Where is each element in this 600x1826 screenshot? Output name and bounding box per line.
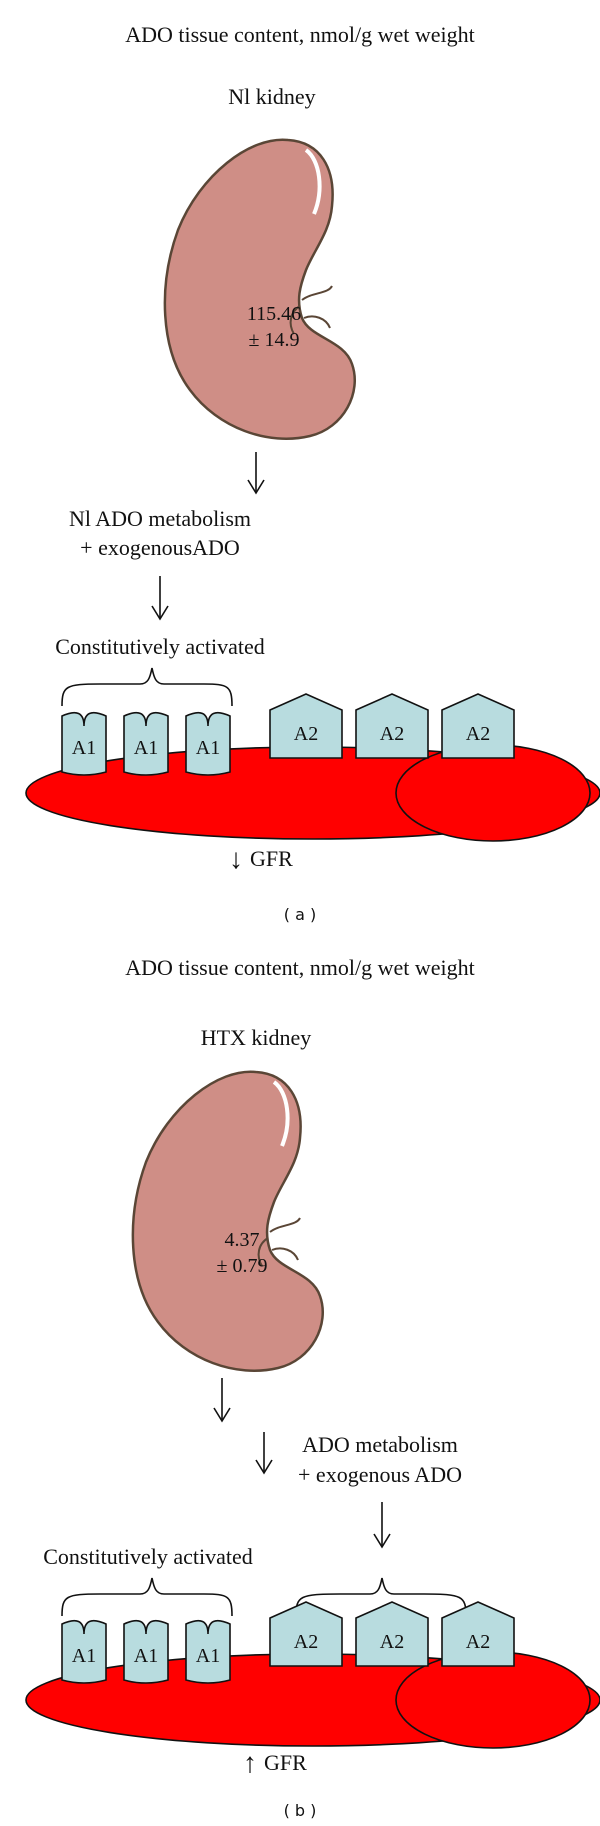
a2-label: A2 <box>294 1631 318 1653</box>
a2-label: A2 <box>466 723 490 745</box>
panel-a-membrane <box>25 744 600 842</box>
a1-label: A1 <box>72 737 96 759</box>
a2-label: A2 <box>380 1631 404 1653</box>
a1-label: A1 <box>196 1645 220 1667</box>
a1-receptor: A1 <box>61 711 107 776</box>
a2-receptor: A2 <box>355 693 429 759</box>
panel-a-a1-brace <box>61 667 233 707</box>
down-arrow-2 <box>151 576 169 621</box>
normal-kidney <box>163 138 356 440</box>
panel-b-a2-receptors: A2 A2 A2 <box>269 1601 515 1667</box>
panel-a: ADO tissue content, nmol/g wet weight Nl… <box>25 22 600 924</box>
down-arrow-5 <box>373 1502 391 1549</box>
kidney-body <box>163 138 356 440</box>
panel-a-value: 115.46 <box>247 303 301 325</box>
down-arrow-4 <box>255 1432 273 1475</box>
panel-b-gfr-label: GFR <box>264 1750 307 1775</box>
a2-receptor: A2 <box>269 1601 343 1667</box>
panel-a-a2-receptors: A2 A2 A2 <box>269 693 515 759</box>
panel-b-value-error: ± 0.79 <box>217 1255 268 1277</box>
a1-receptor: A1 <box>185 1619 231 1684</box>
panel-b-metabolism-line1: ADO metabolism <box>302 1432 458 1457</box>
panel-a-value-error: ± 14.9 <box>249 329 300 351</box>
panel-a-kidney-label: Nl kidney <box>228 84 315 109</box>
a2-receptor: A2 <box>441 693 515 759</box>
panel-b-a2-brace <box>295 1577 467 1617</box>
panel-b-a1-brace <box>61 1577 233 1617</box>
a2-receptor: A2 <box>355 1601 429 1667</box>
panel-b-activated-label: Constitutively activated <box>43 1544 253 1569</box>
panel-a-caption: ( a ) <box>284 905 316 924</box>
kidney-highlight <box>304 148 322 215</box>
a2-label: A2 <box>466 1631 490 1653</box>
panel-b-a1-receptors: A1 A1 A1 <box>61 1619 231 1684</box>
panel-a-a1-receptors: A1 A1 A1 <box>61 711 231 776</box>
a2-label: A2 <box>380 723 404 745</box>
panel-b-membrane <box>25 1651 600 1749</box>
a2-receptor: A2 <box>269 693 343 759</box>
kidney-highlight <box>272 1080 290 1147</box>
panel-b-gfr-arrow: ↑ <box>243 1748 257 1779</box>
panel-b-title: ADO tissue content, nmol/g wet weight <box>125 955 475 980</box>
a2-label: A2 <box>294 723 318 745</box>
a1-label: A1 <box>134 737 158 759</box>
kidney-body <box>131 1070 324 1372</box>
down-arrow-1 <box>247 452 265 495</box>
a1-label: A1 <box>196 737 220 759</box>
a1-receptor: A1 <box>185 711 231 776</box>
a1-label: A1 <box>72 1645 96 1667</box>
a2-receptor: A2 <box>441 1601 515 1667</box>
panel-a-title: ADO tissue content, nmol/g wet weight <box>125 22 475 47</box>
htx-kidney <box>131 1070 324 1372</box>
a1-receptor: A1 <box>123 711 169 776</box>
panel-a-gfr-arrow: ↓ <box>229 844 243 875</box>
a1-receptor: A1 <box>123 1619 169 1684</box>
a1-receptor: A1 <box>61 1619 107 1684</box>
kidney-hilum <box>289 285 333 335</box>
kidney-hilum <box>257 1217 301 1267</box>
panel-a-metabolism-line2: + exogenousADO <box>80 535 240 560</box>
panel-b-value: 4.37 <box>225 1229 260 1251</box>
panel-b: ADO tissue content, nmol/g wet weight HT… <box>25 955 600 1820</box>
a1-label: A1 <box>134 1645 158 1667</box>
down-arrow-3 <box>213 1378 231 1423</box>
panel-a-metabolism-line1: Nl ADO metabolism <box>69 506 251 531</box>
panel-a-activated-label: Constitutively activated <box>55 634 265 659</box>
panel-b-kidney-label: HTX kidney <box>201 1025 312 1050</box>
panel-a-gfr-label: GFR <box>250 846 293 871</box>
panel-b-caption: ( b ) <box>284 1801 317 1820</box>
panel-b-metabolism-line2: + exogenous ADO <box>298 1462 462 1487</box>
